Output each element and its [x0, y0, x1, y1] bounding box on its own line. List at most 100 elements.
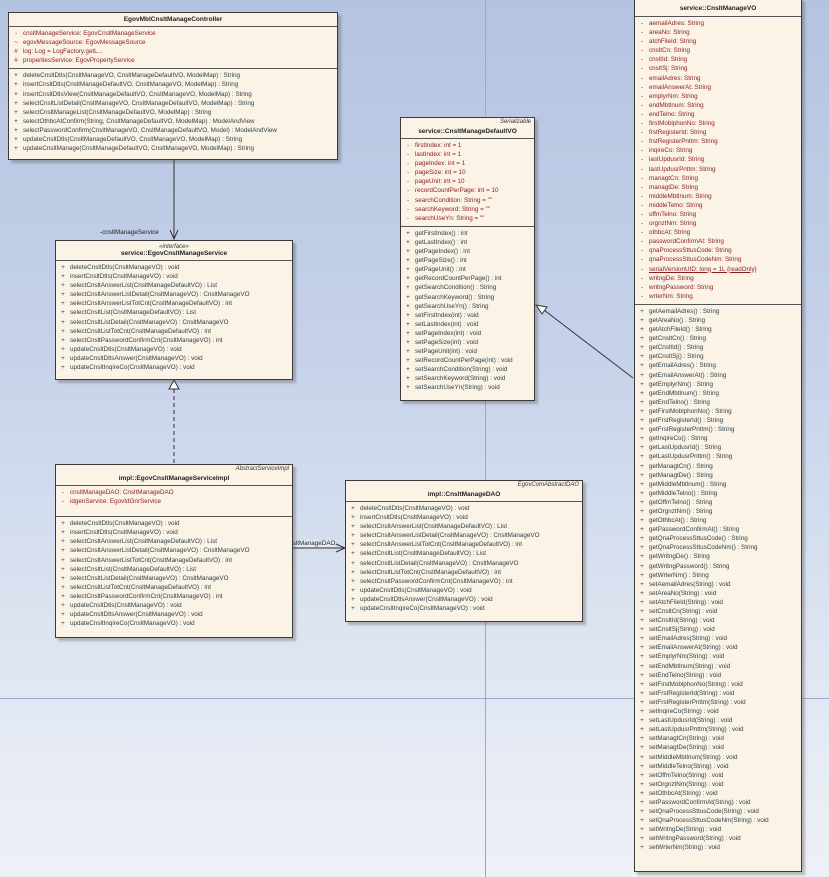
attribute-row[interactable]: -lastIndex: int = 1 — [401, 150, 534, 159]
class-cnslt-manage-default-vo[interactable]: Serializable service::CnsltManageDefault… — [400, 117, 535, 401]
attribute-row[interactable]: -offmTelno: String — [635, 210, 801, 219]
operation-row[interactable]: +updateCnsltManage(CnsltManageDefaultVO,… — [9, 144, 337, 153]
operation-row[interactable]: +setEmailAdres(String) : void — [635, 634, 801, 643]
operation-row[interactable]: +updateCnsltInqireCo(CnsltManageVO) : vo… — [346, 604, 582, 613]
operation-row[interactable]: +setWritngPassword(String) : void — [635, 834, 801, 843]
operation-row[interactable]: +setRecordCountPerPage(int) : void — [401, 356, 534, 365]
operation-row[interactable]: +updateCnsltDtls(CnsltManageVO) : void — [346, 586, 582, 595]
operation-row[interactable]: +setSearchUseYn(String) : void — [401, 383, 534, 392]
operation-row[interactable]: +getLastIndex() : int — [401, 238, 534, 247]
operation-row[interactable]: +setAemailAdres(String) : void — [635, 580, 801, 589]
attribute-row[interactable]: -middleTelno: String — [635, 201, 801, 210]
operation-row[interactable]: +selectCnsltList(CnsltManageDefaultVO) :… — [56, 308, 292, 317]
operation-row[interactable]: +getAtchFileId() : String — [635, 325, 801, 334]
attribute-row[interactable]: -orgnztNm: String — [635, 219, 801, 228]
operation-row[interactable]: +updateCnsltDtls(CnsltManageVO) : void — [56, 601, 292, 610]
operation-row[interactable]: +getEmplyrNm() : String — [635, 380, 801, 389]
attribute-row[interactable]: -cnsltManageDAO: CnsltManageDAO — [56, 488, 292, 497]
attribute-row[interactable]: -cnsltSj: String — [635, 64, 801, 73]
operation-row[interactable]: +selectCnsltListDetail(CnsltManageVO) : … — [56, 318, 292, 327]
operation-row[interactable]: +setOthbcAt(String) : void — [635, 789, 801, 798]
operation-row[interactable]: +setFrstRegisterPnttm(String) : void — [635, 698, 801, 707]
attribute-row[interactable]: -writngDe: String — [635, 274, 801, 283]
operation-row[interactable]: +selectCnsltPasswordConfirmCnt(CnsltMana… — [56, 336, 292, 345]
operation-row[interactable]: +setFrstRegisterId(String) : void — [635, 689, 801, 698]
operation-row[interactable]: +updateCnsltDtls(CnsltManageDefaultVO, C… — [9, 135, 337, 144]
operation-row[interactable]: +setCnsltCn(String) : void — [635, 607, 801, 616]
attribute-row[interactable]: #log: Log = LogFactory.getL... — [9, 47, 337, 56]
operation-row[interactable]: +setFirstIndex(int) : void — [401, 311, 534, 320]
attribute-row[interactable]: ~egovMessageSource: EgovMessageSource — [9, 38, 337, 47]
attribute-row[interactable]: #propertiesService: EgovPropertyService — [9, 56, 337, 65]
operation-row[interactable]: +deleteCnsltDtls(CnsltManageVO) : void — [56, 263, 292, 272]
attribute-row[interactable]: -areaNo: String — [635, 28, 801, 37]
operation-row[interactable]: +getQnaProcessSttusCode() : String — [635, 534, 801, 543]
operation-row[interactable]: +insertCnsltDtls(CnsltManageDefaultVO, C… — [9, 80, 337, 89]
operation-row[interactable]: +selectOthbcAtConfirm(String, CnsltManag… — [9, 117, 337, 126]
operation-row[interactable]: +setLastUpdusrId(String) : void — [635, 716, 801, 725]
operation-row[interactable]: +getWrterNm() : String — [635, 571, 801, 580]
attribute-row[interactable]: -searchUseYn: String = "" — [401, 214, 534, 223]
operation-row[interactable]: +selectCnsltAnswerListTotCnt(CnsltManage… — [56, 556, 292, 565]
operation-row[interactable]: +updateCnsltDtlsAnswer(CnsltManageVO) : … — [56, 354, 292, 363]
operation-row[interactable]: +setFirstMoblphonNo(String) : void — [635, 680, 801, 689]
attribute-row[interactable]: -frstRegisterPnttm: String — [635, 137, 801, 146]
operation-row[interactable]: +getEndTelno() : String — [635, 398, 801, 407]
operation-row[interactable]: +updateCnsltInqireCo(CnsltManageVO) : vo… — [56, 619, 292, 628]
operation-row[interactable]: +getMiddleMbtlnum() : String — [635, 480, 801, 489]
attribute-row[interactable]: -aemailAdres: String — [635, 19, 801, 28]
operation-row[interactable]: +getPasswordConfirmAt() : String — [635, 525, 801, 534]
operation-row[interactable]: +insertCnsltDtlsView(CnsltManageDefaultV… — [9, 90, 337, 99]
attribute-row[interactable]: -lastUpdusrPnttm: String — [635, 165, 801, 174]
operation-row[interactable]: +getLastUpdusrPnttm() : String — [635, 452, 801, 461]
operation-row[interactable]: +getAemailAdres() : String — [635, 307, 801, 316]
operation-row[interactable]: +setManagtDe(String) : void — [635, 743, 801, 752]
operation-row[interactable]: +getOthbcAt() : String — [635, 516, 801, 525]
operation-row[interactable]: +selectPasswordConfirm(CnsltManageVO, Cn… — [9, 126, 337, 135]
attribute-row[interactable]: -firstMoblphonNo: String — [635, 119, 801, 128]
operation-row[interactable]: +selectCnsltAnswerList(CnsltManageDefaul… — [56, 281, 292, 290]
attribute-row[interactable]: -emplyrNm: String — [635, 92, 801, 101]
attribute-row[interactable]: -cnsltId: String — [635, 55, 801, 64]
operation-row[interactable]: +updateCnsltDtlsAnswer(CnsltManageVO) : … — [56, 610, 292, 619]
operation-row[interactable]: +getLastUpdusrId() : String — [635, 443, 801, 452]
operation-row[interactable]: +getEmailAnswerAt() : String — [635, 371, 801, 380]
operation-row[interactable]: +getOffmTelno() : String — [635, 498, 801, 507]
class-egov-cnslt-manage-service-impl[interactable]: AbstractServiceImpl impl::EgovCnsltManag… — [55, 464, 293, 638]
operation-row[interactable]: +setMiddleMbtlnum(String) : void — [635, 753, 801, 762]
operation-row[interactable]: +selectCnsltAnswerListDetail(CnsltManage… — [346, 531, 582, 540]
operation-row[interactable]: +getSearchUseYn() : String — [401, 302, 534, 311]
operation-row[interactable]: +getSearchCondition() : String — [401, 283, 534, 292]
operation-row[interactable]: +getMiddleTelno() : String — [635, 489, 801, 498]
operation-row[interactable]: +getEmailAdres() : String — [635, 361, 801, 370]
operation-row[interactable]: +getEndMbtlnum() : String — [635, 389, 801, 398]
operation-row[interactable]: +selectCnsltAnswerListDetail(CnsltManage… — [56, 290, 292, 299]
operation-row[interactable]: +setLastUpdusrPnttm(String) : void — [635, 725, 801, 734]
operation-row[interactable]: +getQnaProcessSttusCodeNm() : String — [635, 543, 801, 552]
operation-row[interactable]: +setManagtCn(String) : void — [635, 734, 801, 743]
attribute-row[interactable]: -managtCn: String — [635, 174, 801, 183]
operation-row[interactable]: +selectCnsltManageList(CnsltManageDefaul… — [9, 108, 337, 117]
operation-row[interactable]: +setQnaProcessSttusCode(String) : void — [635, 807, 801, 816]
operation-row[interactable]: +selectCnsltListTotCnt(CnsltManageDefaul… — [346, 568, 582, 577]
operation-row[interactable]: +setInqireCo(String) : void — [635, 707, 801, 716]
operation-row[interactable]: +setAtchFileId(String) : void — [635, 598, 801, 607]
attribute-row[interactable]: -othbcAt: String — [635, 228, 801, 237]
attribute-row[interactable]: -cnsltManageService: EgovCnsltManageServ… — [9, 29, 337, 38]
operation-row[interactable]: +getFirstIndex() : int — [401, 229, 534, 238]
operation-row[interactable]: +setWritngDe(String) : void — [635, 825, 801, 834]
operation-row[interactable]: +getOrgnztNm() : String — [635, 507, 801, 516]
attribute-row[interactable]: -pageSize: int = 10 — [401, 168, 534, 177]
operation-row[interactable]: +selectCnsltAnswerList(CnsltManageDefaul… — [56, 537, 292, 546]
operation-row[interactable]: +getPageIndex() : int — [401, 247, 534, 256]
attribute-row[interactable]: -recordCountPerPage: int = 10 — [401, 186, 534, 195]
class-cnslt-manage-dao[interactable]: EgovComAbstractDAO impl::CnsltManageDAO … — [345, 480, 583, 622]
attribute-row[interactable]: -endTelno: String — [635, 110, 801, 119]
operation-row[interactable]: +updateCnsltDtls(CnsltManageVO) : void — [56, 345, 292, 354]
operation-row[interactable]: +setPageIndex(int) : void — [401, 329, 534, 338]
operation-row[interactable]: +getManagtDe() : String — [635, 471, 801, 480]
operation-row[interactable]: +selectCnsltAnswerListDetail(CnsltManage… — [56, 546, 292, 555]
operation-row[interactable]: +getCnsltCn() : String — [635, 334, 801, 343]
operation-row[interactable]: +selectCnsltAnswerListTotCnt(CnsltManage… — [56, 299, 292, 308]
operation-row[interactable]: +setPageUnit(int) : void — [401, 347, 534, 356]
